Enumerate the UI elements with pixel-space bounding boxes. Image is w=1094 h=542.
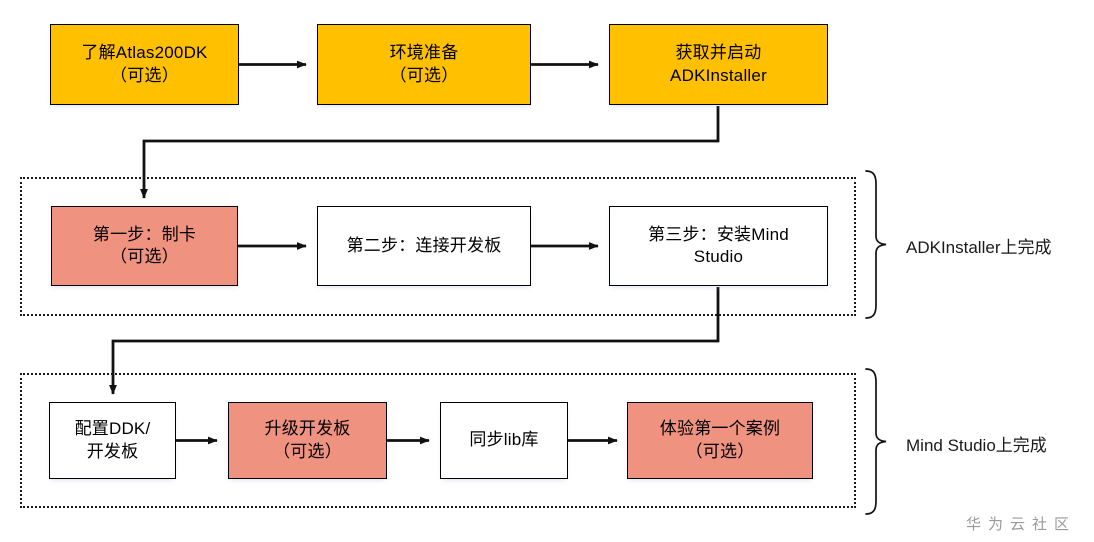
node-step3-install-mind-studio[interactable]: 第三步：安装Mind Studio — [609, 206, 828, 286]
brace-mind-studio — [865, 368, 887, 515]
node-get-start-adkinstaller[interactable]: 获取并启动 ADKInstaller — [609, 24, 828, 105]
group-adkinstaller — [20, 177, 856, 316]
node-label: 体验第一个案例 （可选） — [659, 419, 781, 461]
node-label: 了解Atlas200DK （可选） — [81, 43, 208, 85]
node-label: 环境准备 （可选） — [389, 43, 459, 85]
node-step1-make-card[interactable]: 第一步：制卡 （可选） — [51, 206, 238, 286]
brace-adkinstaller — [865, 170, 887, 319]
node-configure-ddk-board[interactable]: 配置DDK/ 开发板 — [49, 402, 176, 479]
node-env-prepare[interactable]: 环境准备 （可选） — [317, 24, 531, 105]
node-step2-connect-board[interactable]: 第二步：连接开发板 — [317, 206, 531, 286]
node-understand-atlas200dk[interactable]: 了解Atlas200DK （可选） — [50, 24, 239, 105]
watermark-text: 华为云社区 — [966, 516, 1077, 533]
node-sync-lib[interactable]: 同步lib库 — [440, 402, 568, 479]
group-label-adkinstaller: ADKInstaller上完成 — [906, 238, 1052, 257]
node-label: 获取并启动 ADKInstaller — [670, 43, 767, 85]
node-label: 第一步：制卡 （可选） — [92, 224, 197, 266]
node-label: 第二步：连接开发板 — [346, 235, 502, 255]
node-label: 同步lib库 — [469, 430, 539, 450]
node-label: 配置DDK/ 开发板 — [74, 419, 151, 461]
group-label-mind-studio: Mind Studio上完成 — [906, 436, 1047, 455]
node-first-case[interactable]: 体验第一个案例 （可选） — [627, 402, 813, 479]
group-mind-studio — [20, 373, 856, 508]
node-upgrade-board[interactable]: 升级开发板 （可选） — [228, 402, 387, 479]
node-label: 第三步：安装Mind Studio — [648, 224, 789, 266]
node-label: 升级开发板 （可选） — [264, 419, 351, 461]
